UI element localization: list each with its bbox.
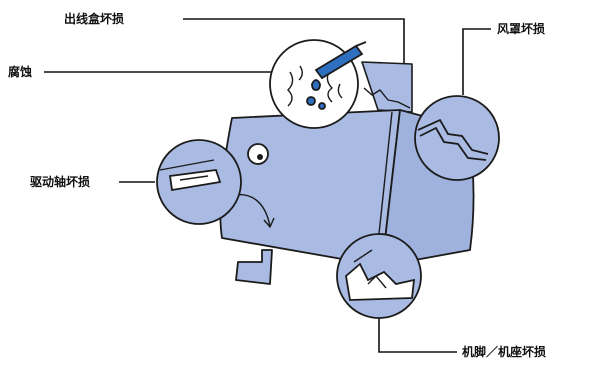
motor-foot-left [235, 249, 273, 285]
leader-fan-cover [462, 28, 491, 95]
label-fan-cover: 风罩坏损 [497, 22, 546, 36]
leader-lines [44, 18, 491, 353]
leader-junction-box [183, 18, 405, 64]
label-junction-box: 出线盒坏损 [64, 12, 125, 26]
detail-circle-drive-shaft [156, 139, 242, 225]
leader-feet-base [378, 318, 457, 353]
junction-box [361, 61, 413, 113]
detail-circle-feet-base [336, 233, 422, 319]
corrosion-pipe [314, 44, 364, 80]
label-drive-shaft: 驱动轴坏损 [30, 175, 91, 189]
label-corrosion: 腐蚀 [8, 65, 33, 79]
detail-circle-corrosion [269, 39, 367, 129]
label-feet-base: 机脚／机座坏损 [462, 345, 547, 359]
motor-eye [247, 143, 269, 165]
detail-circle-fan-cover [414, 95, 500, 181]
